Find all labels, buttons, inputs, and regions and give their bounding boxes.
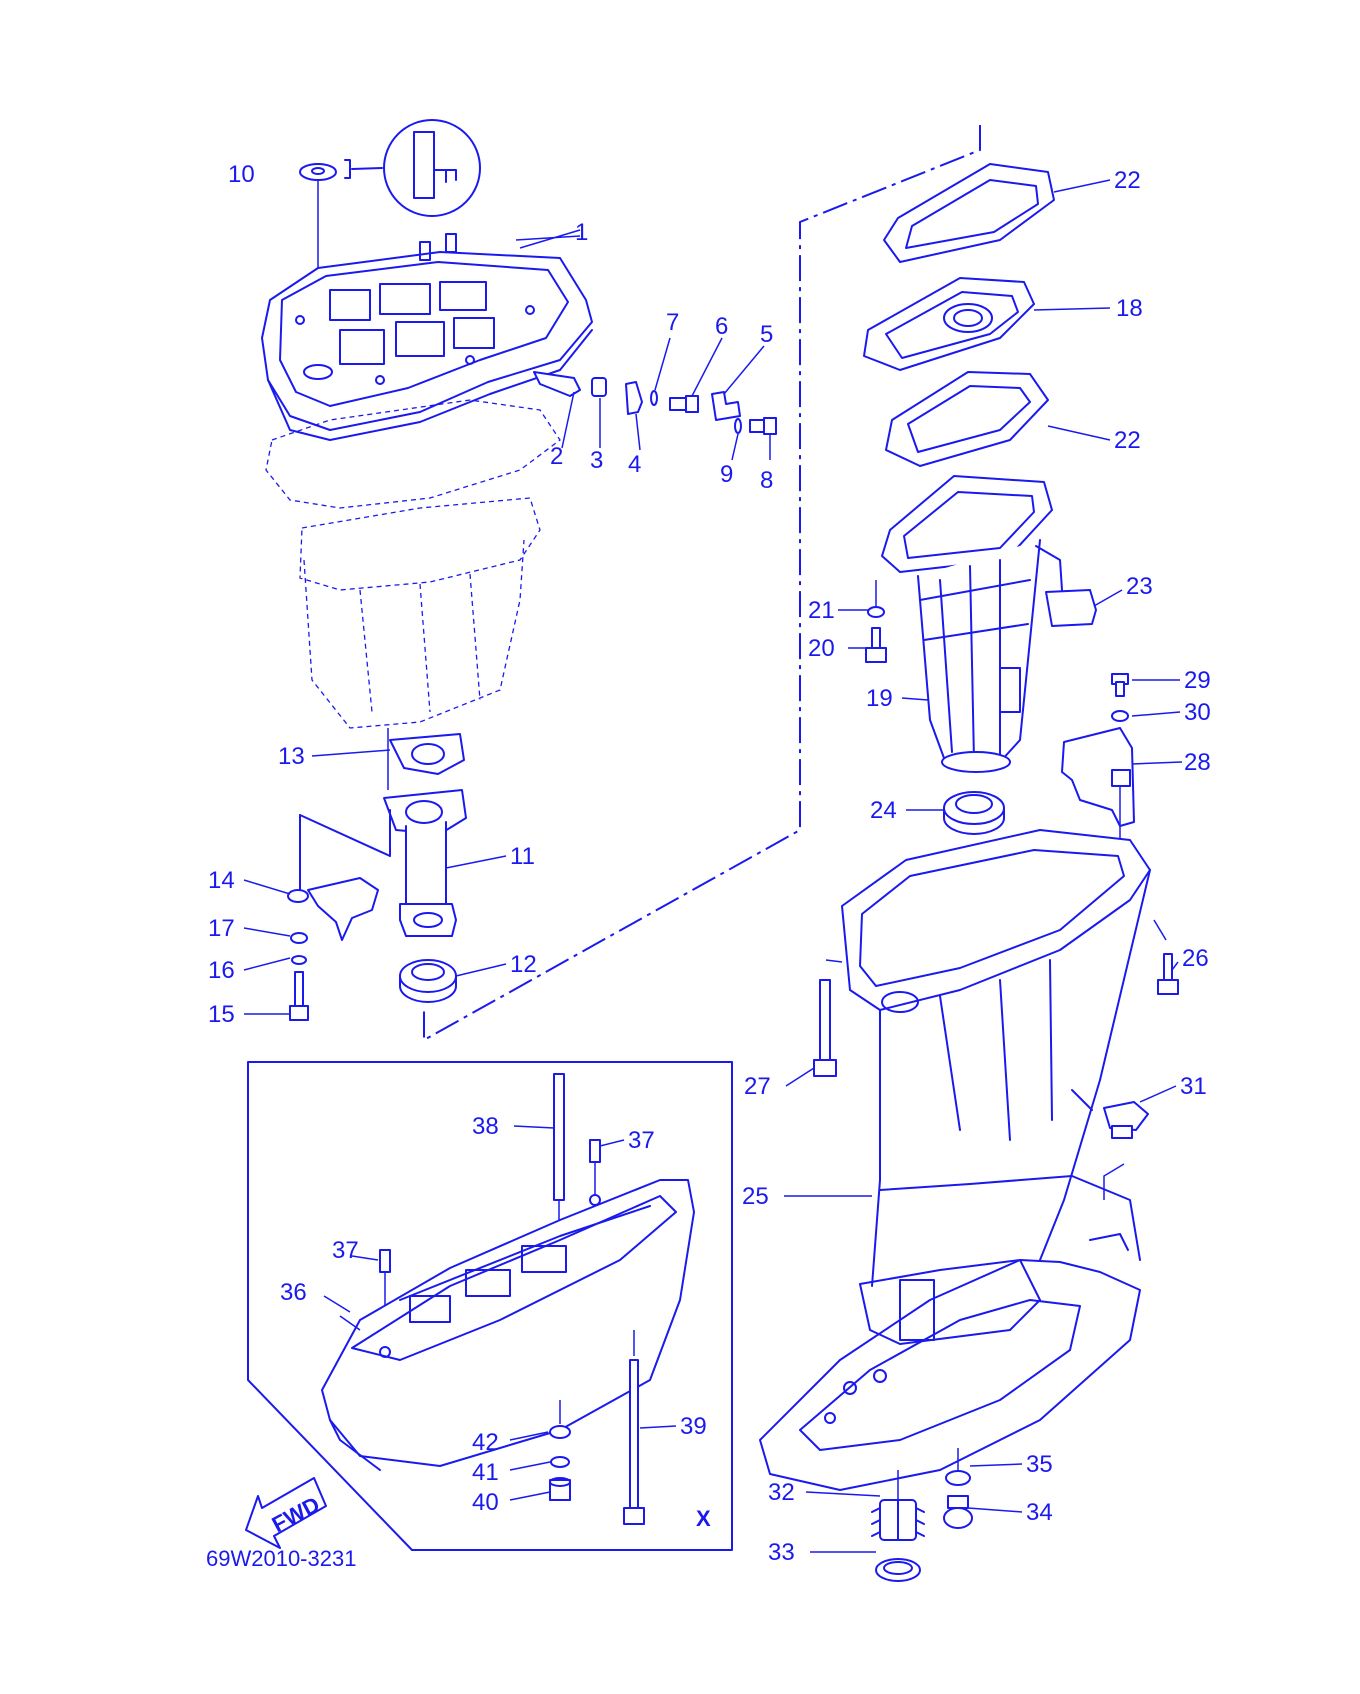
callout-26: 26 [1182,945,1209,972]
part-18-gasket [863,277,1035,371]
callout-5: 5 [760,321,773,348]
part-27-bolt [813,959,843,1077]
callout-8: 8 [760,467,773,494]
part-4-bracket [625,381,643,451]
callout-2: 2 [550,443,563,470]
part-9-washer [731,418,742,461]
callout-42: 42 [472,1429,499,1456]
callout-38: 38 [472,1113,499,1140]
callout-34: 34 [1026,1499,1053,1526]
callout-22-lower: 22 [1114,427,1141,454]
part-1-upper-casing [261,229,593,441]
callout-28: 28 [1184,749,1211,776]
callout-39: 39 [680,1413,707,1440]
callout-20: 20 [808,635,835,662]
part-28-cover [1061,727,1135,870]
section-divider [423,125,981,1042]
part-24-seal [943,791,1005,835]
callout-11: 11 [510,843,535,870]
part-15-bolt [289,971,309,1021]
callout-30: 30 [1184,699,1211,726]
part-3-collar [591,377,607,448]
part-14-bracket [287,809,391,941]
callout-24: 24 [870,797,897,824]
part-20-bolt [865,627,887,663]
part-30-washer [1111,710,1129,722]
callout-32: 32 [768,1479,795,1506]
part-29-screw [1111,673,1129,697]
part-37-dowel-upper [589,1139,601,1196]
callout-25: 25 [742,1183,769,1210]
part-11-tube [383,789,467,937]
part-19-exhaust-guide [881,475,1053,773]
callout-33: 33 [768,1539,795,1566]
callout-23: 23 [1126,573,1153,600]
part-41-washer [550,1456,570,1468]
callout-41: 41 [472,1459,499,1486]
part-25-lower-casing [759,829,1151,1491]
part-36-bottom-cowling [321,1179,695,1471]
callout-4: 4 [628,451,641,478]
part-23-damper [1035,545,1097,627]
inset-box-x [247,1061,733,1551]
part-32-impeller [871,1470,925,1541]
part-22-gasket-lower [885,371,1049,467]
part-8-bolt [749,417,777,460]
part-22-gasket-top [883,163,1055,263]
callout-labels: 1 2 3 4 5 6 7 8 9 10 11 12 13 14 15 16 1… [208,161,1211,1566]
part-6-bolt [669,337,723,413]
fwd-arrow-icon: FWD [245,1477,327,1549]
callout-12: 12 [510,951,537,978]
callout-14: 14 [208,867,235,894]
callout-3: 3 [590,447,603,474]
part-2-pin [533,371,581,449]
callout-19: 19 [866,685,893,712]
callout-17: 17 [208,915,235,942]
callout-27: 27 [744,1073,771,1100]
part-21-washer [867,580,885,618]
callout-37-lower: 37 [332,1237,359,1264]
callout-15: 15 [208,1001,235,1028]
drawing-code: 69W2010-3231 [206,1546,356,1571]
part-26-bolt [1153,919,1179,995]
part-16-washer [291,955,307,965]
leader-lines [243,179,1183,1553]
callout-6: 6 [715,313,728,340]
part-7-washer [650,337,671,406]
part-33-ring [875,1558,921,1582]
part-35-washer [945,1448,971,1486]
part-31-anode [1103,1101,1149,1200]
part-34-plug [943,1495,973,1529]
inset-marker-x: X [696,1506,711,1531]
callout-21: 21 [808,597,835,624]
callout-10: 10 [228,161,255,188]
callout-22-top: 22 [1114,167,1141,194]
part-17-washer [290,932,308,944]
part-39-long-bolt [623,1330,645,1525]
callout-18: 18 [1116,295,1143,322]
part-12-seal [399,959,457,1003]
callout-35: 35 [1026,1451,1053,1478]
detail-callout-circle [344,119,481,217]
part-42-washer [549,1400,571,1439]
part-40-nut [549,1477,571,1501]
part-5-clip [711,345,765,421]
part-13-gasket [389,733,465,775]
callout-7: 7 [666,309,679,336]
callout-37-upper: 37 [628,1127,655,1154]
phantom-gasket-and-case [265,399,561,790]
callout-16: 16 [208,957,235,984]
callout-9: 9 [720,461,733,488]
callout-13: 13 [278,743,305,770]
callout-29: 29 [1184,667,1211,694]
callout-1: 1 [575,219,588,246]
callout-40: 40 [472,1489,499,1516]
callout-36: 36 [280,1279,307,1306]
callout-31: 31 [1180,1073,1207,1100]
